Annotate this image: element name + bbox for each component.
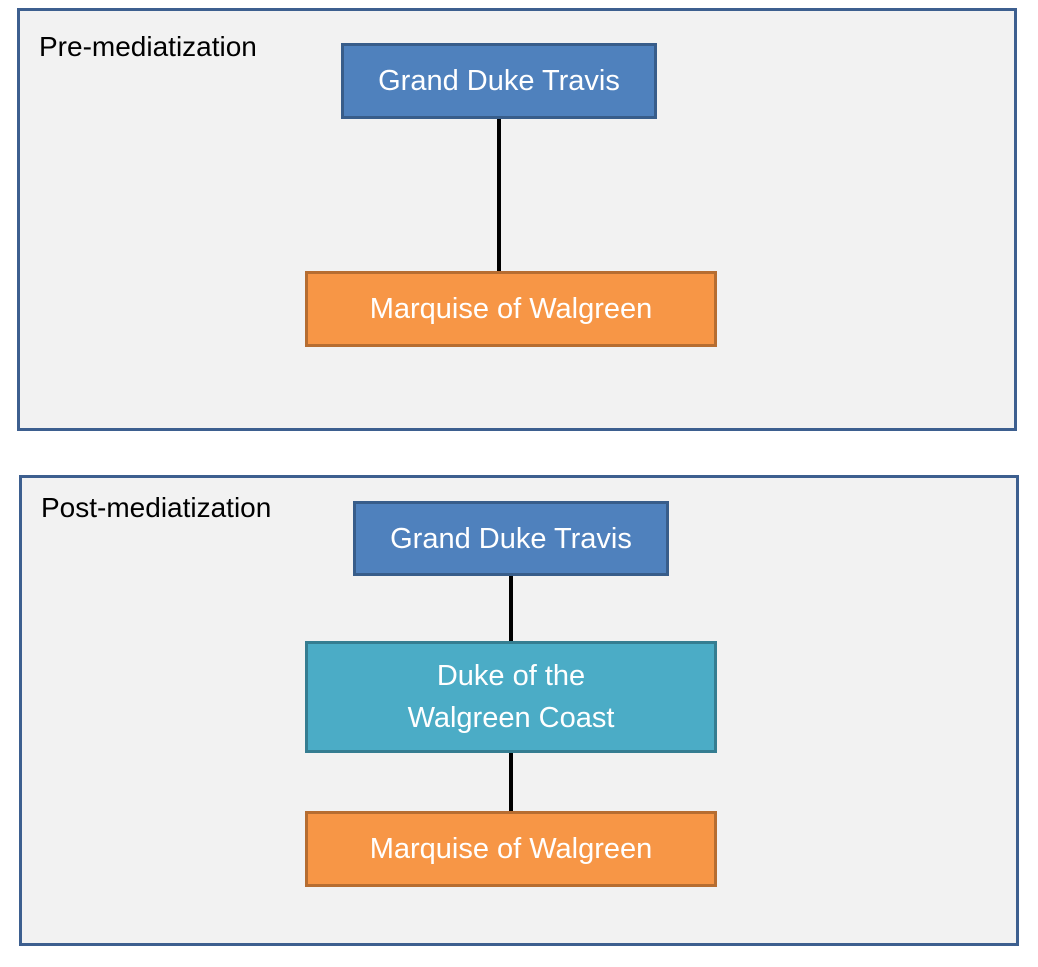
pre-grand-duke-label: Grand Duke Travis: [378, 65, 620, 97]
post-duke-label-line1: Duke of the: [436, 660, 586, 692]
post-duke-label: Duke of the Walgreen Coast: [408, 655, 615, 739]
post-connector-top-middle: [509, 573, 513, 644]
post-duke-label-line2: Walgreen Coast: [407, 702, 615, 734]
pre-mediatization-label: Pre-mediatization: [39, 31, 257, 62]
pre-connector-top-bottom: [497, 117, 501, 273]
pre-marquise-node: Marquise of Walgreen: [305, 271, 717, 347]
pre-grand-duke-node: Grand Duke Travis: [341, 43, 657, 119]
post-grand-duke-node: Grand Duke Travis: [353, 501, 669, 576]
post-duke-node: Duke of the Walgreen Coast: [305, 641, 717, 753]
pre-marquise-label: Marquise of Walgreen: [369, 293, 653, 325]
post-mediatization-label: Post-mediatization: [41, 492, 272, 523]
post-marquise-node: Marquise of Walgreen: [305, 811, 717, 887]
post-connector-middle-bottom: [509, 750, 513, 814]
post-grand-duke-label: Grand Duke Travis: [390, 522, 632, 555]
post-marquise-label: Marquise of Walgreen: [369, 833, 653, 865]
